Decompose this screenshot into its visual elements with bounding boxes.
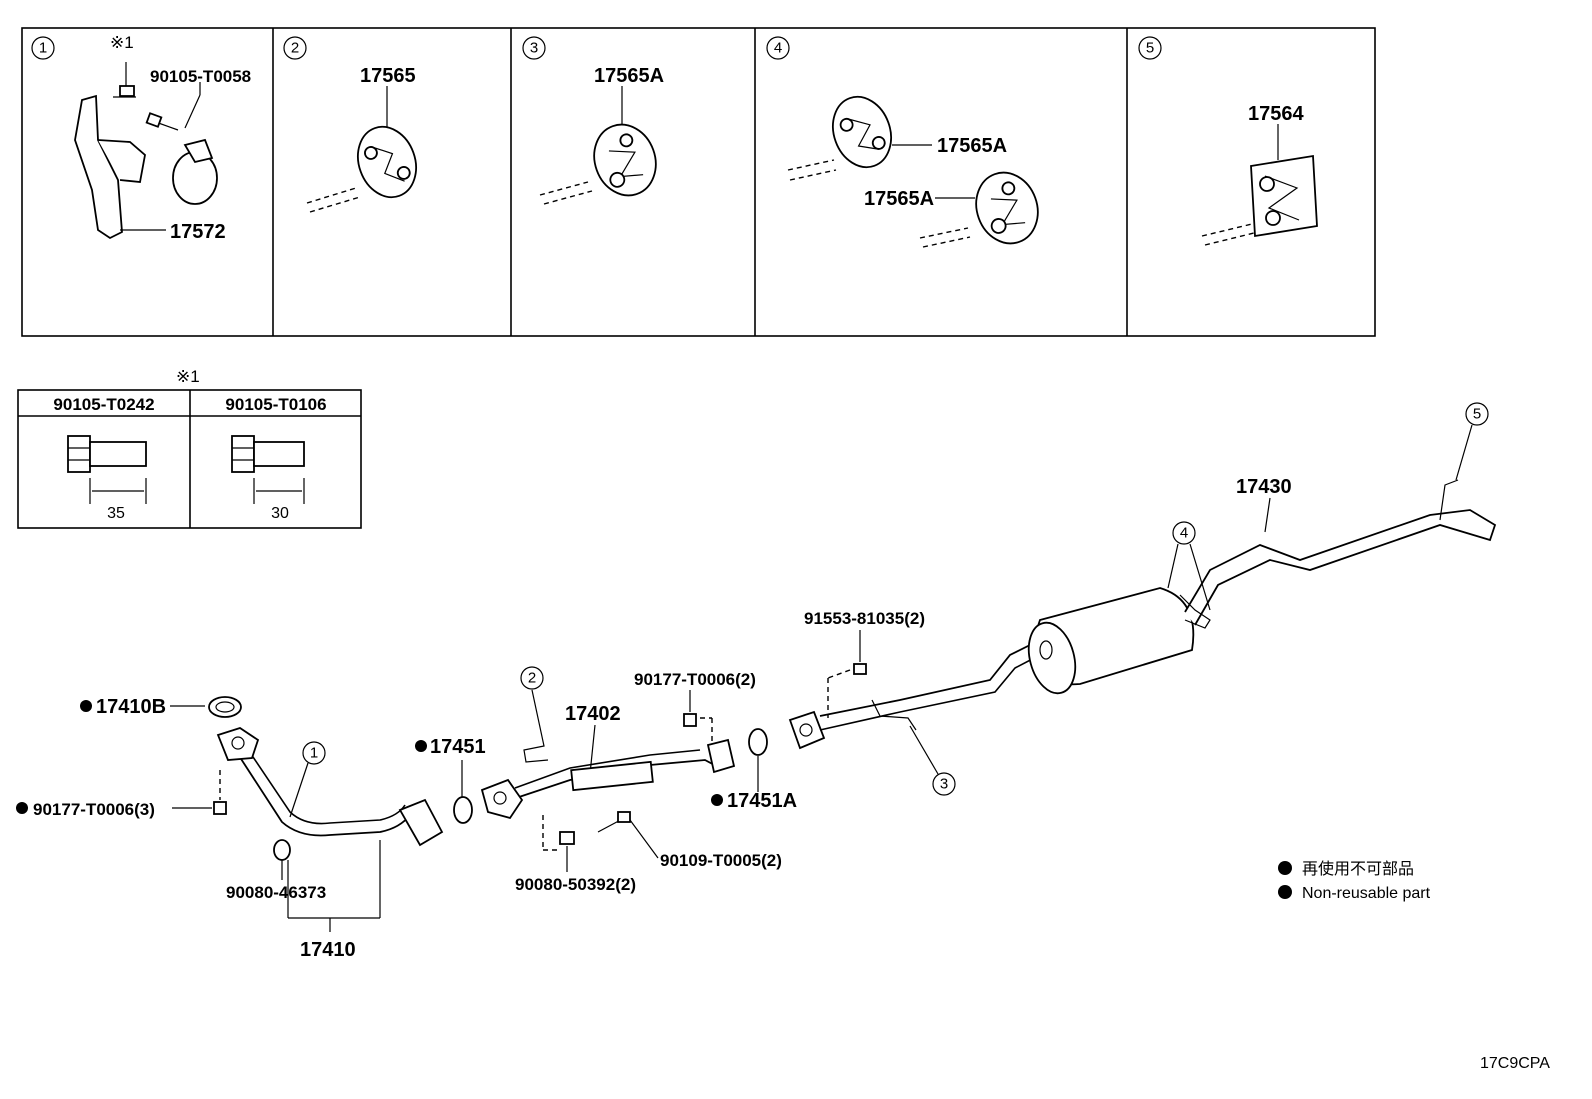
bolt-icon [113,62,136,98]
panel-2-number: 2 [291,40,299,57]
panel-4-label-b: 17565A [864,188,934,210]
callout-3: 3 [940,776,948,793]
rubber-hanger-icon [593,123,657,197]
bolt-table: ※1 90105-T0242 90105-T0106 35 30 [17,367,362,529]
panel-3-label: 17565A [594,65,664,87]
spring-icon [559,831,575,845]
spring-90080-50392-label: 90080-50392(2) [515,875,636,894]
nut-icon [683,713,697,727]
bracket-17572 [74,94,123,240]
panel-5-number: 5 [1146,40,1154,57]
tail-pipe-group: 91553-81035(2) 3 4 5 17430 [788,402,1497,796]
bolt-90109-t0005-label: 90109-T0005(2) [660,851,782,870]
bolt-icon [617,811,631,823]
panel-2-label: 17565 [360,65,416,87]
gasket-17451-label: 17451 [430,736,486,758]
pipe-17430-label: 17430 [1236,476,1292,498]
panel-3: 3 17565A [522,36,664,205]
panel-1-bracket-label: 17572 [170,221,226,243]
panel-5-label: 17564 [1248,103,1304,125]
panel-3-number: 3 [530,40,538,57]
rubber-hanger-icon [832,95,892,169]
pipe-17402-label: 17402 [565,703,621,725]
bolt-icon [67,435,147,504]
bolt-91553-81035-label: 91553-81035(2) [804,609,925,628]
callout-2: 2 [528,670,536,687]
pipe-17410 [231,744,411,837]
panel-4-number: 4 [774,40,782,57]
pipe-17430 [819,639,1041,717]
non-reusable-dot-icon [1278,861,1292,875]
rubber-hanger-icon [1250,154,1318,238]
nut-icon [213,801,227,815]
panel-1-number: 1 [39,40,47,57]
legend: 再使用不可部品 Non-reusable part [1278,860,1431,902]
diagram-code: 17C9CPA [1480,1055,1550,1072]
gasket-ring-icon [453,796,473,824]
muffler-icon [1027,587,1195,695]
panel-1-bolt-label: 90105-T0058 [150,67,251,86]
legend-en: Non-reusable part [1302,885,1431,902]
callout-4: 4 [1180,525,1188,542]
nut-90177-t0006-2-label: 90177-T0006(2) [634,670,756,689]
non-reusable-dot-icon [1278,885,1292,899]
gasket-ring-icon [748,728,768,756]
bolt-icon [853,663,867,675]
panel-4-label-a: 17565A [937,135,1007,157]
panel-1-note: ※1 [110,33,134,52]
bolt-table-col1-length: 35 [107,505,125,522]
nut-90177-t0006-3-label: 90177-T0006(3) [33,800,155,819]
callout-5: 5 [1473,406,1481,423]
panel-5: 5 17564 [1138,36,1318,246]
gasket-17451a-label: 17451A [727,790,797,812]
rubber-hanger-icon [975,171,1039,245]
bolt-icon [273,839,291,861]
bolt-table-col1-part: 90105-T0242 [53,395,154,414]
bolt-table-note: ※1 [176,367,200,386]
panel-4: 4 17565A 17565A [766,36,1039,248]
gasket-ring-icon [208,696,242,718]
bolt-table-col2-part: 90105-T0106 [225,395,326,414]
gasket-17410b-label: 17410B [96,696,166,718]
rubber-hanger-icon [357,125,417,199]
pipe-17410-label: 17410 [300,939,356,961]
bolt-90080-46373-label: 90080-46373 [226,883,326,902]
panel-2: 2 17565 [283,36,417,213]
panel-1: 1 ※1 90105-T0058 17572 [31,33,251,243]
bolt-icon [231,435,305,504]
center-pipe-group: 17451 2 17402 90177-T0006(2) 90080-50392… [415,666,797,894]
top-panels-frame [21,27,1376,337]
callout-1: 1 [310,745,318,762]
front-pipe-group: 17410B 90177-T0006(3) 1 90080-46373 1741… [16,696,444,961]
bolt-table-col2-length: 30 [271,505,289,522]
legend-jp: 再使用不可部品 [1302,860,1414,878]
